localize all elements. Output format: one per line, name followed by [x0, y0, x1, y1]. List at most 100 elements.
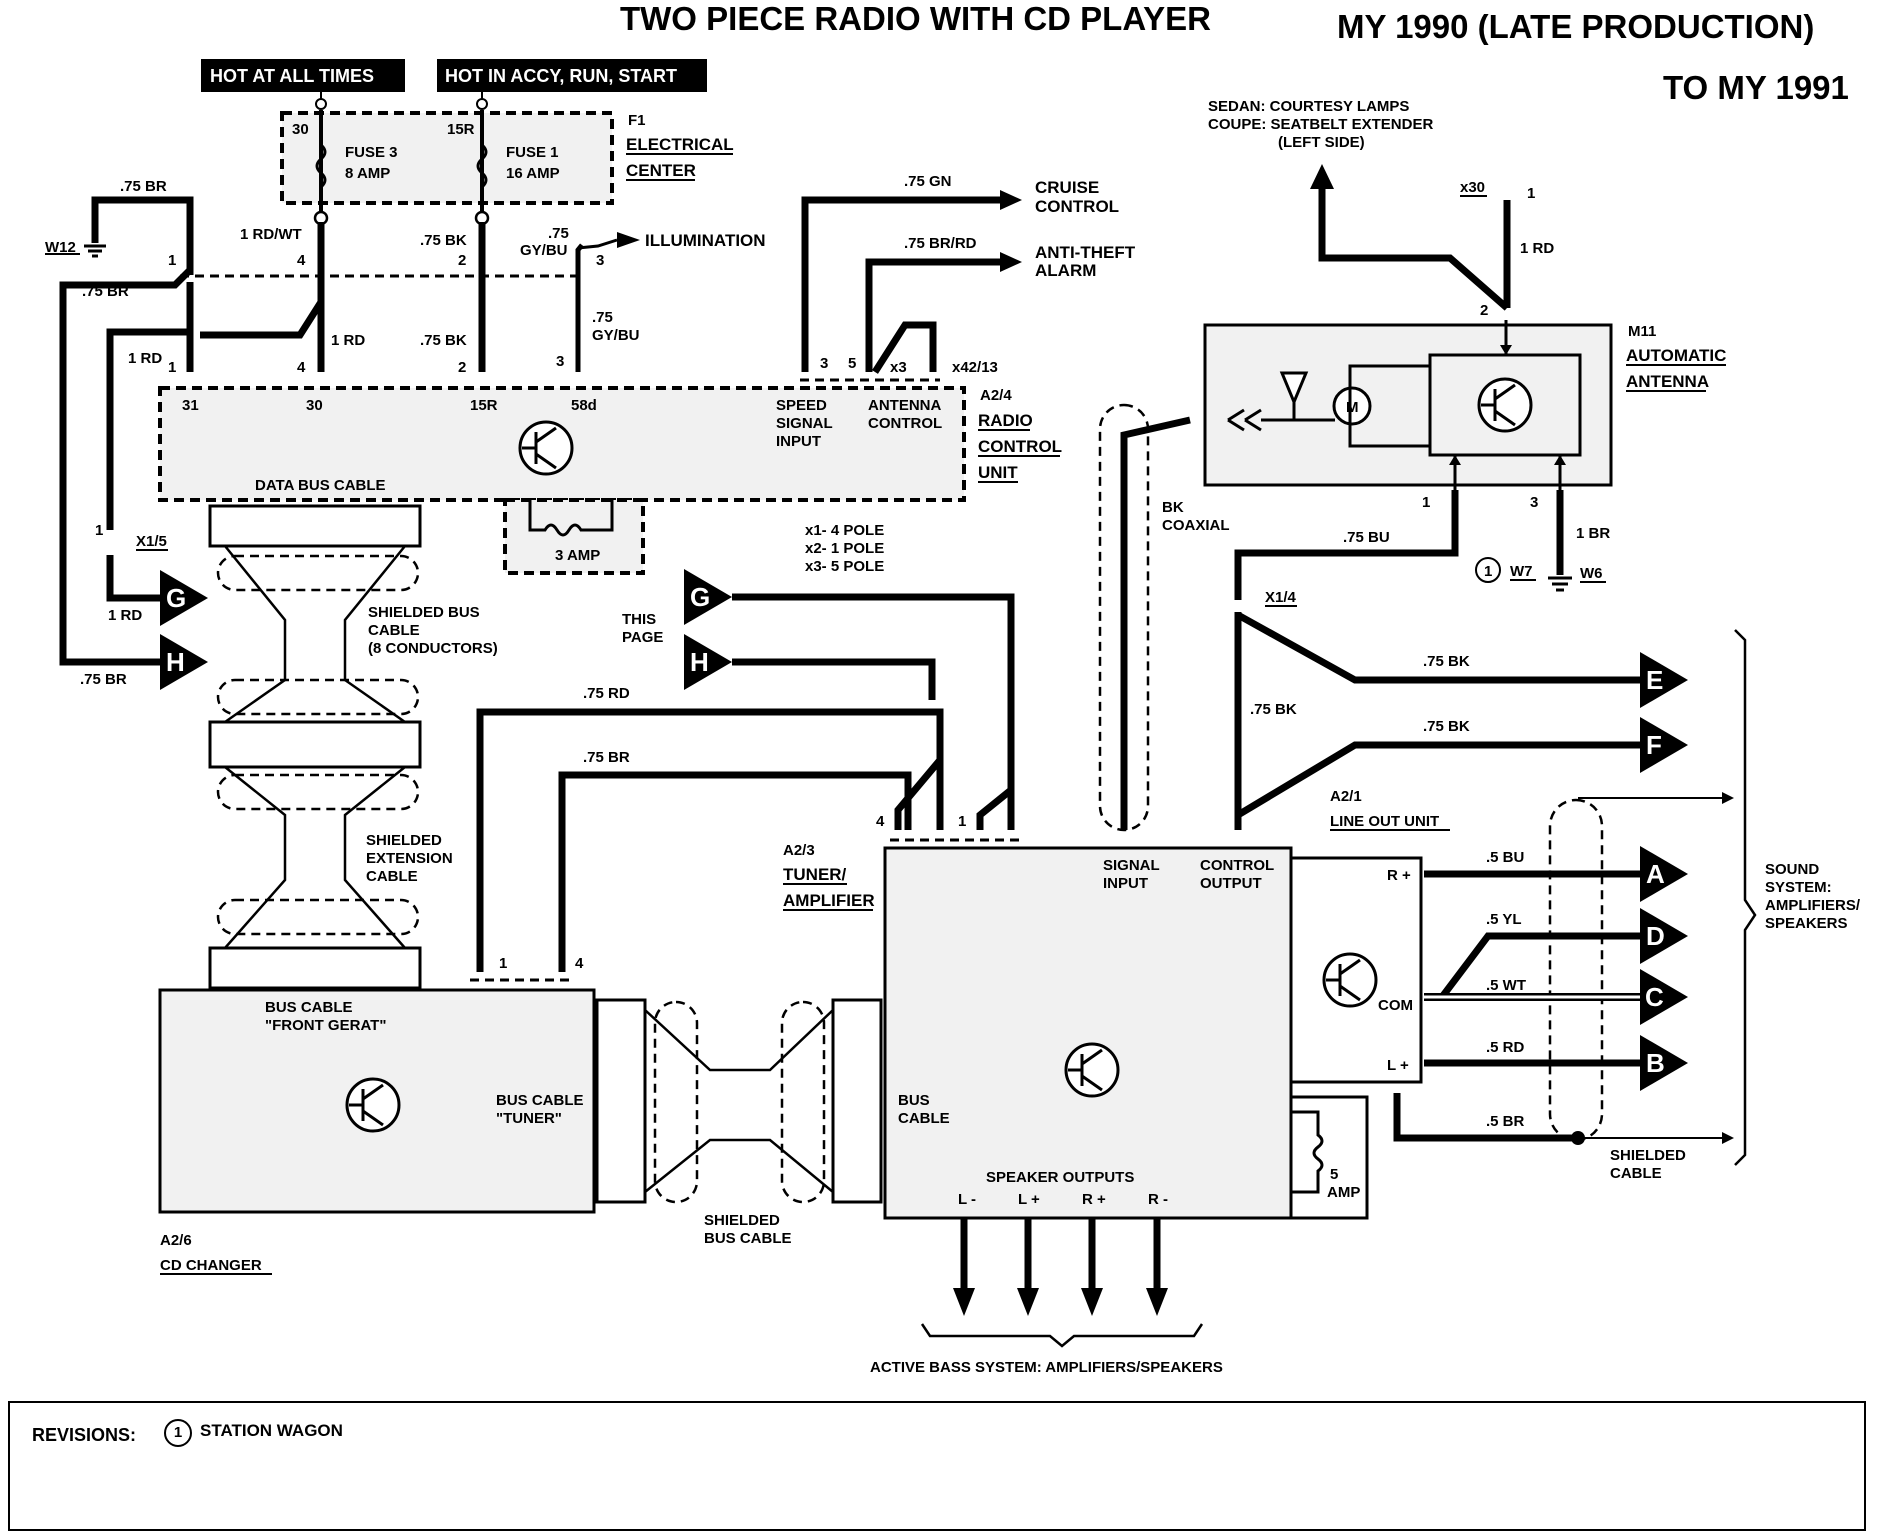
pin-1-cd: 1: [499, 955, 507, 972]
active-bass-label: ACTIVE BASS SYSTEM: AMPLIFIERS/SPEAKERS: [870, 1359, 1223, 1376]
signal-input-line2: INPUT: [1103, 875, 1148, 892]
wire-gybu-a2: GY/BU: [520, 242, 568, 259]
revision-marker-w7-number: 1: [1484, 563, 1492, 580]
offpage-h-left: H: [166, 647, 185, 677]
wire-5br: .5 BR: [1486, 1113, 1525, 1130]
cruise-line2: CONTROL: [1035, 197, 1119, 216]
pin-4-top: 4: [297, 252, 306, 269]
ground-w7-label: W7: [1510, 563, 1533, 580]
shielded-cable-line2: CABLE: [1610, 1165, 1662, 1182]
shielded-ext-line3: CABLE: [366, 868, 418, 885]
fuse1-rating: 16 AMP: [506, 165, 560, 182]
fuse-5amp: 5 AMP: [1289, 1095, 1369, 1220]
offpage-a: A: [1646, 859, 1665, 889]
revision-marker-w7: 1: [1475, 557, 1501, 583]
left-side-label: (LEFT SIDE): [1278, 134, 1365, 151]
hot-in-accy-tag: HOT IN ACCY, RUN, START: [437, 59, 707, 92]
pole-legend-2: x2- 1 POLE: [805, 540, 884, 557]
connector-x1-5: X1/5: [136, 533, 167, 550]
cd-bus-front-line1: BUS CABLE: [265, 999, 353, 1016]
wire-75gn: .75 GN: [904, 173, 952, 190]
wire-5wt: .5 WT: [1486, 977, 1526, 994]
pin-2-m11: 2: [1480, 302, 1488, 319]
offpage-g-right: G: [690, 582, 710, 612]
connector-x42-13: x42/13: [952, 359, 998, 376]
cd-bus-tuner-line2: "TUNER": [496, 1110, 562, 1127]
fuse1-name: FUSE 1: [506, 144, 559, 161]
model-year-label: MY 1990 (LATE PRODUCTION): [1337, 8, 1814, 45]
speaker-output-arrows: [920, 1218, 1204, 1348]
cruise-line1: CRUISE: [1035, 178, 1099, 197]
f1-name-line2: CENTER: [626, 161, 696, 180]
offpage-b: B: [1646, 1048, 1665, 1078]
this-page-line2: PAGE: [622, 629, 663, 646]
speed-signal-line1: SPEED: [776, 397, 827, 414]
wire-1rd-g: 1 RD: [108, 607, 142, 624]
pin-1-low: 1: [168, 359, 176, 376]
wire-1rdwt: 1 RD/WT: [240, 226, 302, 243]
cd-changer: BUS CABLE "FRONT GERAT" BUS CABLE "TUNER…: [158, 988, 596, 1214]
speed-signal-line2: SIGNAL: [776, 415, 833, 432]
wire-5yl: .5 YL: [1486, 911, 1522, 928]
antenna-id: M11: [1628, 323, 1656, 340]
offpage-e: E: [1646, 665, 1663, 695]
radio-unit-id: A2/4: [980, 387, 1012, 404]
speed-signal-line3: INPUT: [776, 433, 821, 450]
out-l-plus: L +: [1018, 1191, 1040, 1208]
wire-75br-h: .75 BR: [80, 671, 127, 688]
tuner-transistor-symbol: [1064, 1042, 1120, 1098]
shielded-bus-cable-2: [595, 998, 883, 1204]
hot-in-accy-label: HOT IN ACCY, RUN, START: [445, 66, 677, 86]
wire-1rd-left: 1 RD: [128, 350, 162, 367]
wire-75rd: .75 RD: [583, 685, 630, 702]
out-r-minus: R -: [1148, 1191, 1168, 1208]
tuner-amplifier: SIGNAL INPUT CONTROL OUTPUT BUS CABLE SP…: [883, 846, 1293, 1220]
model-year-to-label: TO MY 1991: [1663, 69, 1849, 106]
pole-legend-1: x1- 4 POLE: [805, 522, 884, 539]
fuse-block-f1: 30 15R FUSE 3 8 AMP FUSE 1 16 AMP: [280, 110, 614, 215]
line-out-unit: R + COM L +: [1289, 856, 1423, 1084]
shielded-bus-line1: SHIELDED BUS: [368, 604, 480, 621]
radio-unit-name3: UNIT: [978, 463, 1018, 482]
pin-2-top: 2: [458, 252, 466, 269]
antenna-control-line2: CONTROL: [868, 415, 942, 432]
data-bus-cable-label: DATA BUS CABLE: [255, 477, 386, 494]
pin-4-tuner: 4: [876, 813, 885, 830]
shielded-bus-cable: [208, 504, 422, 990]
pin-1-m11: 1: [1422, 494, 1430, 511]
fuse-3amp-label: 3 AMP: [555, 547, 600, 564]
revision-text: STATION WAGON: [200, 1421, 343, 1440]
revisions-label: REVISIONS:: [32, 1425, 137, 1445]
fuse-term-30: 30: [292, 121, 309, 138]
fuse-term-15r: 15R: [447, 121, 475, 138]
diagram-title: TWO PIECE RADIO WITH CD PLAYER: [620, 0, 1211, 37]
wire-1rd-x30: 1 RD: [1520, 240, 1554, 257]
radio-control-unit: 31 30 15R 58d SPEED SIGNAL INPUT ANTENNA…: [158, 386, 966, 502]
shielded-ext-line1: SHIELDED: [366, 832, 442, 849]
pin-3-speed: 3: [820, 355, 828, 372]
pin-3-low: 3: [556, 353, 564, 370]
fuse3-rating: 8 AMP: [345, 165, 390, 182]
radio-term-31: 31: [182, 397, 199, 414]
fuse-5-label: 5: [1330, 1166, 1338, 1183]
cd-changer-name: CD CHANGER: [160, 1257, 262, 1274]
radio-transistor-symbol: [518, 420, 574, 476]
shielded-ext-line2: EXTENSION: [366, 850, 453, 867]
wire-1rd: 1 RD: [331, 332, 365, 349]
wire-1br: 1 BR: [1576, 525, 1610, 542]
sedan-label: SEDAN: COURTESY LAMPS: [1208, 98, 1409, 115]
line-out-transistor-symbol: [1322, 952, 1378, 1008]
shielded-bus2-line2: BUS CABLE: [704, 1230, 792, 1247]
wire-75br-left: .75 BR: [82, 283, 129, 300]
speaker-outputs-label: SPEAKER OUTPUTS: [986, 1169, 1134, 1186]
connector-x1-4: X1/4: [1265, 589, 1297, 606]
hot-at-all-times-tag: HOT AT ALL TIMES: [201, 59, 405, 92]
this-page-line1: THIS: [622, 611, 656, 628]
line-out-com: COM: [1378, 997, 1413, 1014]
pin-3-m11: 3: [1530, 494, 1538, 511]
wire-75bu: .75 BU: [1343, 529, 1390, 546]
wire-75bk-f: .75 BK: [1423, 718, 1470, 735]
out-r-plus: R +: [1082, 1191, 1106, 1208]
fuse3-name: FUSE 3: [345, 144, 398, 161]
